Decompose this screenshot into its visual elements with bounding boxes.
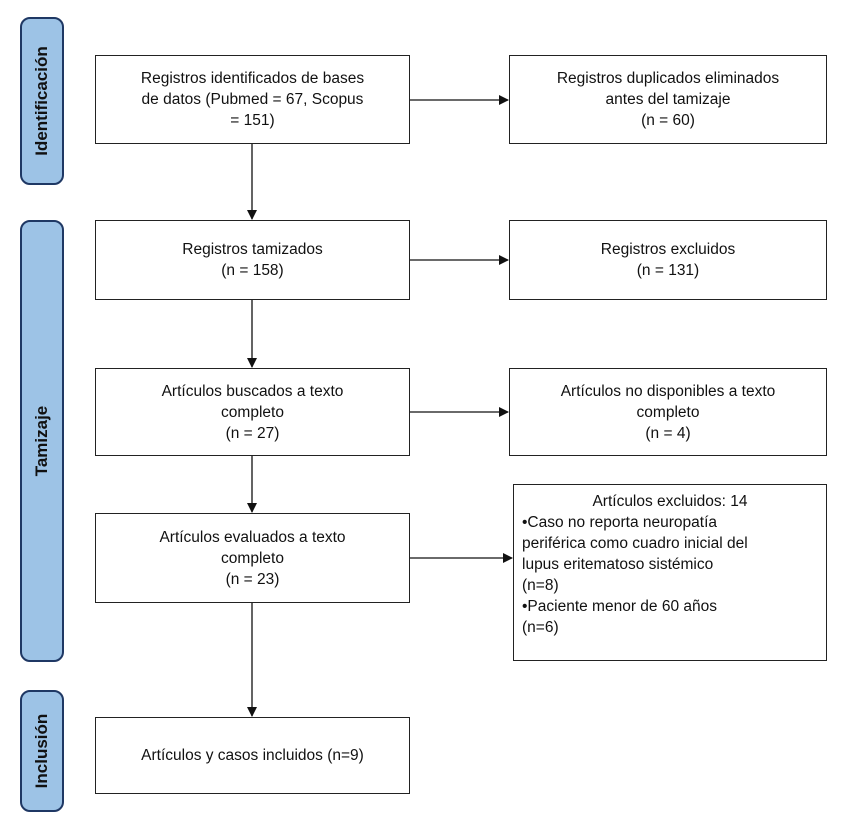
box-articles-excluded: Artículos excluidos: 14 •Caso no reporta… <box>513 484 827 661</box>
box-line: (n=8) <box>522 577 559 594</box>
phase-identification: Identificación <box>20 17 64 185</box>
box-line: = 151) <box>230 112 275 129</box>
box-records-excluded: Registros excluidos (n = 131) <box>509 220 827 300</box>
box-line: (n=6) <box>522 619 559 636</box>
box-line: antes del tamizaje <box>605 91 731 108</box>
box-line: periférica como cuadro inicial del <box>522 535 748 552</box>
box-line: completo <box>636 403 700 421</box>
box-line: (n = 158) <box>221 262 284 279</box>
box-line: (n = 131) <box>636 262 700 279</box>
box-line: Registros tamizados <box>182 241 323 258</box>
box-not-available: Artículos no disponibles a texto complet… <box>509 368 827 456</box>
box-line: (n = 4) <box>645 424 691 442</box>
box-included: Artículos y casos incluidos (n=9) <box>95 717 410 794</box>
box-line: Registros identificados de bases <box>140 70 365 87</box>
box-articles-assessed: Artículos evaluados a texto completo (n … <box>95 513 410 603</box>
phase-screening: Tamizaje <box>20 220 64 662</box>
box-line: Registros excluidos <box>600 241 736 258</box>
box-line: Registros duplicados eliminados <box>556 70 780 87</box>
box-duplicates-removed: Registros duplicados eliminados antes de… <box>509 55 827 144</box>
box-line: Artículos y casos incluidos (n=9) <box>141 747 364 764</box>
box-line: (n = 60) <box>641 112 695 129</box>
box-line: Artículos buscados a texto <box>161 382 344 400</box>
phase-inclusion: Inclusión <box>20 690 64 812</box>
box-records-identified: Registros identificados de bases de dato… <box>95 55 410 144</box>
box-line: completo <box>221 549 284 567</box>
box-articles-excluded-title: Artículos excluidos: 14 <box>592 493 748 510</box>
box-line: Artículos no disponibles a texto <box>560 382 776 400</box>
box-records-screened: Registros tamizados (n = 158) <box>95 220 410 300</box>
box-line: de datos (Pubmed = 67, Scopus <box>141 91 364 108</box>
box-line: completo <box>221 403 284 421</box>
box-line: (n = 23) <box>225 570 280 588</box>
box-line: •Caso no reporta neuropatía <box>522 514 717 531</box>
box-line: •Paciente menor de 60 años <box>522 598 717 615</box>
box-line: Artículos evaluados a texto <box>159 528 346 546</box>
box-articles-sought: Artículos buscados a texto completo (n =… <box>95 368 410 456</box>
box-line: (n = 27) <box>225 424 280 442</box>
box-line: lupus eritematoso sistémico <box>522 556 714 573</box>
